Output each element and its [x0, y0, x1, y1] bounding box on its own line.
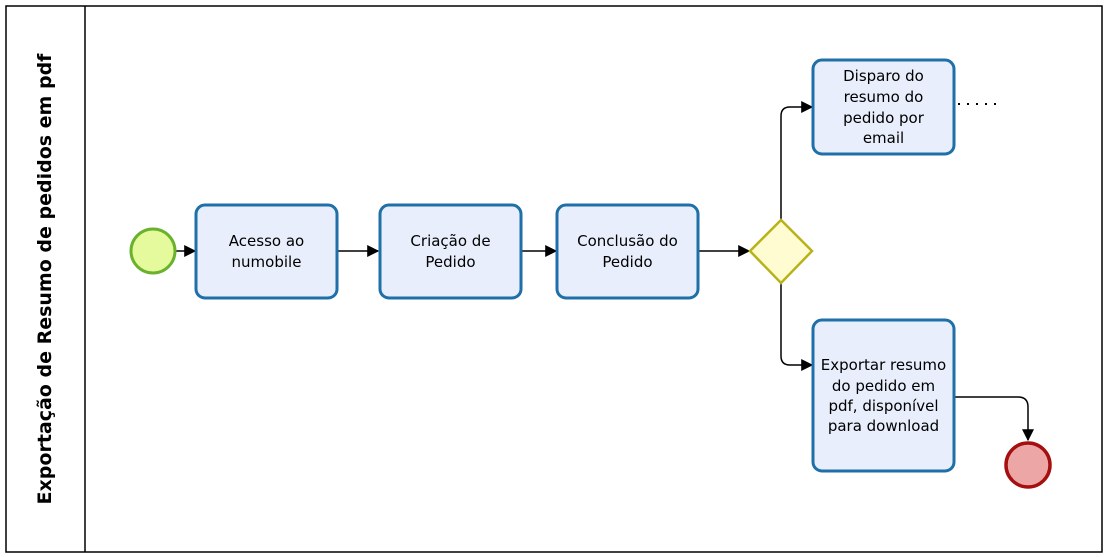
- task-access-numobile[interactable]: Acesso ao numobile: [194, 203, 339, 300]
- sequence-flows: [176, 101, 1034, 442]
- task-export-label-line-2: do pedido em: [832, 377, 935, 395]
- task-create-label-line-1: Criação de: [410, 232, 490, 250]
- flow-gateway-to-export: [780, 283, 814, 371]
- task-conclude-label-line-1: Conclusão do: [577, 232, 678, 250]
- task-export-box[interactable]: [811, 318, 956, 473]
- task-create-box[interactable]: [378, 203, 523, 300]
- end-event[interactable]: [1004, 441, 1052, 489]
- flow-export-to-end: [955, 396, 1034, 442]
- task-conclude-label-line-2: Pedido: [602, 253, 652, 271]
- task-email-box[interactable]: [811, 58, 956, 156]
- task-email-label-line-3: pedido por: [843, 109, 925, 127]
- pool-title: Exportação de Resumo de pedidos em pdf: [34, 53, 56, 505]
- task-access-box[interactable]: [194, 203, 339, 300]
- task-email-summary[interactable]: Disparo do resumo do pedido por email: [811, 58, 956, 156]
- task-create-label-line-2: Pedido: [425, 253, 475, 271]
- task-access-label-line-2: numobile: [232, 253, 302, 271]
- task-email-label-line-2: resumo do: [844, 88, 924, 106]
- start-event[interactable]: [129, 227, 177, 275]
- task-conclude-box[interactable]: [555, 203, 700, 300]
- task-access-label-line-1: Acesso ao: [229, 232, 304, 250]
- exclusive-gateway[interactable]: [748, 218, 814, 285]
- task-export-label-line-3: pdf, disponível: [828, 397, 938, 415]
- task-export-label-line-1: Exportar resumo: [821, 356, 946, 374]
- task-email-label-line-4: email: [863, 129, 904, 147]
- task-export-label-line-4: para download: [828, 417, 939, 435]
- task-create-order[interactable]: Criação de Pedido: [378, 203, 523, 300]
- flow-gateway-to-email: [780, 101, 814, 220]
- task-export-pdf[interactable]: Exportar resumo do pedido em pdf, dispon…: [811, 318, 956, 473]
- task-email-label-line-1: Disparo do: [843, 67, 924, 85]
- task-conclude-order[interactable]: Conclusão do Pedido: [555, 203, 700, 300]
